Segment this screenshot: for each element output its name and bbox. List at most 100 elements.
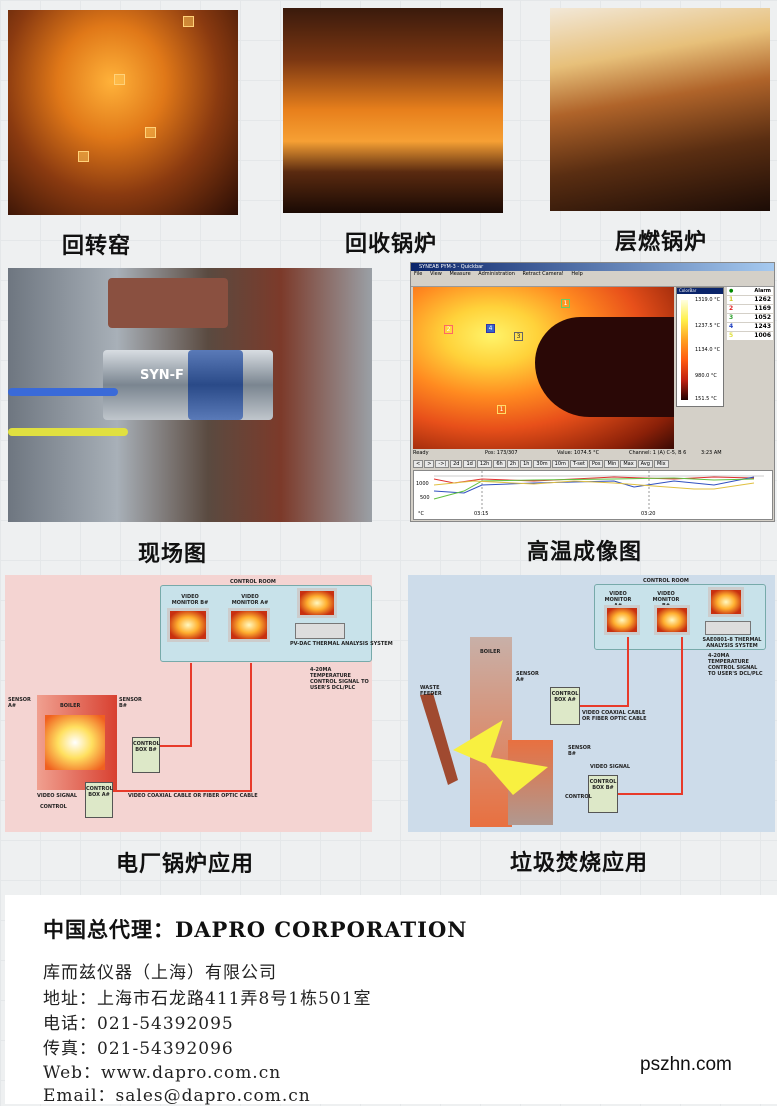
status-time: 3:23 AM bbox=[701, 450, 722, 456]
video-monitor-b bbox=[167, 608, 209, 642]
alarm-title: ● Alarm bbox=[727, 287, 773, 295]
spot-marker[interactable]: 4 bbox=[486, 324, 495, 333]
alarm-value: 1006 bbox=[754, 332, 771, 339]
blue-cable bbox=[8, 388, 118, 396]
status-pos: Pos: 173/307 bbox=[485, 450, 518, 456]
menu-view[interactable]: View bbox=[429, 271, 442, 277]
colorbar-tick: 151.5 °C bbox=[695, 396, 717, 402]
analysis-monitor bbox=[297, 588, 337, 618]
control-box-b: CONTROL BOX B# bbox=[588, 775, 618, 813]
caption-field-photo: 现场图 bbox=[138, 542, 208, 567]
sensor-label: SYN-F bbox=[140, 368, 184, 383]
spot-marker[interactable]: 1 bbox=[497, 405, 506, 414]
measure-marker bbox=[183, 16, 194, 27]
sensor-b-label: SENSOR B# bbox=[119, 697, 142, 709]
trend-button[interactable]: 2h bbox=[506, 460, 520, 468]
sensor-b-cone bbox=[478, 755, 548, 795]
toolbar[interactable] bbox=[411, 278, 774, 287]
mounting-bracket bbox=[108, 278, 228, 328]
phone: 电话：021-54392095 bbox=[43, 1014, 234, 1034]
agent-heading: 中国总代理：DAPRO CORPORATION bbox=[43, 917, 468, 942]
colorbar-tick: 1237.5 °C bbox=[695, 323, 721, 329]
trend-button[interactable]: > bbox=[424, 460, 435, 468]
control-room-label: CONTROL ROOM bbox=[230, 579, 276, 585]
rotary-kiln-photo bbox=[8, 10, 238, 215]
trend-button[interactable]: Max bbox=[620, 460, 637, 468]
trend-button[interactable]: 12h bbox=[476, 460, 493, 468]
flame-view-cones bbox=[420, 693, 548, 795]
trend-chart: 1000 500 °C 03:15 03:20 bbox=[413, 470, 773, 520]
trend-button[interactable]: ->| bbox=[435, 460, 450, 468]
trend-button[interactable]: Mix bbox=[653, 460, 669, 468]
alarm-id: 5 bbox=[729, 332, 734, 339]
menu-file[interactable]: File bbox=[414, 271, 423, 277]
menu-help[interactable]: Help bbox=[571, 271, 583, 277]
sensor-sleeve bbox=[188, 350, 243, 420]
trend-button[interactable]: Min bbox=[604, 460, 620, 468]
colorbar-tick: 1319.0 °C bbox=[695, 297, 721, 303]
video-cable bbox=[580, 705, 629, 707]
fax: 传真：021-54392096 bbox=[43, 1039, 234, 1059]
sensor-a-label: SENSOR A# bbox=[8, 697, 31, 709]
spot-marker[interactable]: 3 bbox=[514, 332, 523, 341]
alarm-value: 1052 bbox=[754, 314, 771, 321]
menu-measure[interactable]: Measure bbox=[449, 271, 471, 277]
trend-button[interactable]: < bbox=[413, 460, 424, 468]
trend-button[interactable]: 10m bbox=[551, 460, 569, 468]
trend-button[interactable]: Pos bbox=[588, 460, 604, 468]
trend-button[interactable]: 2d bbox=[450, 460, 463, 468]
caption-power-plant: 电厂锅炉应用 bbox=[116, 852, 255, 877]
caption-thermal-image: 高温成像图 bbox=[527, 540, 643, 565]
video-monitor-a bbox=[228, 608, 270, 642]
feeder-label: WASTE FEEDER bbox=[420, 685, 442, 697]
video-cable bbox=[681, 637, 683, 795]
stoker-boiler-photo bbox=[550, 8, 770, 211]
control-box-a: CONTROL BOX A# bbox=[550, 687, 580, 725]
sensor-a-label: SENSOR A# bbox=[516, 671, 539, 683]
video-monitor-a bbox=[604, 605, 640, 635]
system-label: SAE0801-8 THERMAL ANALYSIS SYSTEM bbox=[702, 637, 762, 649]
sensor-a-cone bbox=[453, 720, 503, 765]
contact-panel bbox=[5, 895, 777, 1104]
trend-button[interactable]: Avg bbox=[637, 460, 653, 468]
video-signal-label: VIDEO SIGNAL bbox=[590, 764, 631, 770]
burner-nozzle bbox=[535, 317, 674, 417]
alarm-icon: ● bbox=[729, 288, 734, 294]
signal-label: 4-20MA TEMPERATURE CONTROL SIGNAL TO USE… bbox=[708, 653, 763, 677]
alarm-row: 5 1006 bbox=[727, 332, 773, 340]
video-cable bbox=[190, 663, 192, 747]
trend-button[interactable]: 6h bbox=[493, 460, 506, 468]
boiler-flame bbox=[45, 715, 105, 770]
alarm-title-text: Alarm bbox=[754, 288, 771, 294]
trend-button[interactable]: 30m bbox=[533, 460, 551, 468]
email-link[interactable]: Email：sales@dapro.com.cn bbox=[43, 1086, 311, 1106]
trend-button[interactable]: 1h bbox=[520, 460, 533, 468]
system-label: PV-DAC THERMAL ANALYSIS SYSTEM bbox=[290, 641, 393, 647]
trend-button[interactable]: 1d bbox=[463, 460, 476, 468]
thermal-image: 1 2 4 3 1 bbox=[413, 287, 674, 449]
status-value: Value: 1074.5 °C bbox=[557, 450, 600, 456]
alarm-id: 1 bbox=[729, 296, 734, 303]
spot-marker[interactable]: 2 bbox=[444, 325, 453, 334]
menu-administration[interactable]: Administration bbox=[478, 271, 515, 277]
menu-retract-camera[interactable]: Retract Camera! bbox=[522, 271, 564, 277]
spot-marker[interactable]: 1 bbox=[561, 299, 570, 308]
waste-feeder-chute bbox=[420, 693, 458, 785]
analysis-monitor bbox=[708, 587, 744, 617]
video-cable bbox=[113, 790, 252, 792]
status-channel: Channel: 1 (A) C-5, B 6 bbox=[629, 450, 687, 456]
recovery-boiler-photo bbox=[283, 8, 503, 213]
cable-label: VIDEO COAXIAL CABLE OR FIBER OPTIC CABLE bbox=[128, 793, 258, 799]
monitor-b-label: VIDEO MONITOR B# bbox=[171, 594, 209, 606]
boiler bbox=[37, 695, 117, 790]
control-box-b: CONTROL BOX B# bbox=[132, 737, 160, 773]
trend-button[interactable]: T-set bbox=[569, 460, 588, 468]
control-box-a: CONTROL BOX A# bbox=[85, 782, 113, 818]
website-link[interactable]: Web：www.dapro.com.cn bbox=[43, 1063, 282, 1083]
alarm-value: 1262 bbox=[754, 296, 771, 303]
video-signal-label: VIDEO SIGNAL bbox=[37, 793, 78, 799]
